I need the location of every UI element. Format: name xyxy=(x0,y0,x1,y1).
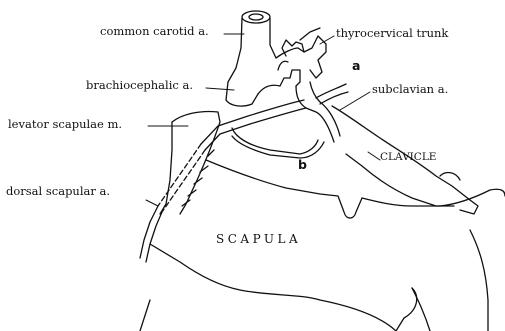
leader-subclavian xyxy=(340,92,370,110)
subclavian-artery xyxy=(296,82,348,142)
label-clavicle: CLAVICLE xyxy=(380,152,436,163)
marker-b: b xyxy=(298,159,307,172)
leader-brachiocephalic xyxy=(206,88,234,90)
leader-dorsal-scapular xyxy=(146,200,158,206)
label-levator-scapulae: levator scapulae m. xyxy=(8,119,122,131)
transverse-cervical-artery xyxy=(201,100,324,158)
leader-clavicle xyxy=(368,152,380,160)
label-dorsal-scapular: dorsal scapular a. xyxy=(6,186,110,198)
label-subclavian: subclavian a. xyxy=(372,84,448,96)
label-thyrocervical-trunk: thyrocervical trunk xyxy=(336,28,448,40)
brachiocephalic-artery xyxy=(226,48,298,106)
thyrocervical-trunk xyxy=(278,28,326,86)
common-carotid-artery xyxy=(236,11,276,68)
label-common-carotid: common carotid a. xyxy=(100,26,209,38)
label-brachiocephalic: brachiocephalic a. xyxy=(86,80,193,92)
label-scapula: SCAPULA xyxy=(216,233,301,245)
marker-a: a xyxy=(352,60,360,73)
